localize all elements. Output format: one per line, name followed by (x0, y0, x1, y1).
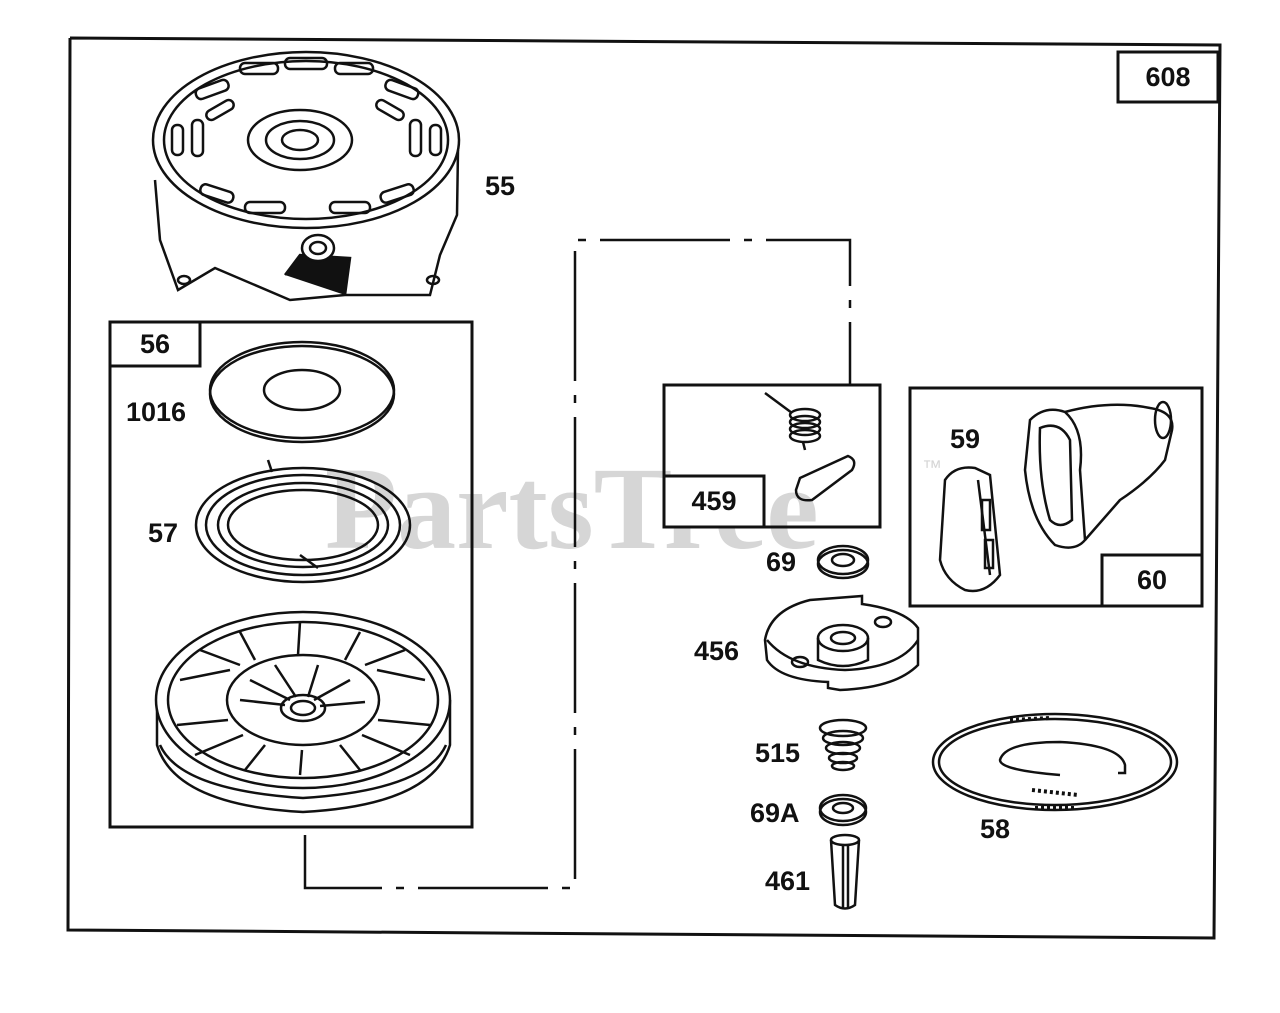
sub-assembly-56-label: 56 (140, 329, 170, 359)
part-label-69a[interactable]: 69A (750, 798, 800, 828)
sub-assembly-459-frame (662, 383, 882, 529)
part-label-59[interactable]: 59 (950, 424, 980, 454)
starter-housing-icon[interactable] (151, 50, 461, 302)
sub-assembly-459-label-box[interactable]: 459 (662, 474, 766, 529)
part-label-515[interactable]: 515 (755, 738, 800, 768)
sub-assembly-56-label-box[interactable]: 56 (108, 320, 202, 368)
washer-plate-icon[interactable] (208, 340, 396, 444)
sub-assembly-60-label-box[interactable]: 60 (1100, 553, 1204, 608)
part-label-69[interactable]: 69 (766, 547, 796, 577)
assembly-label-box[interactable]: 608 (1116, 50, 1220, 104)
part-label-57[interactable]: 57 (148, 518, 178, 548)
part-label-461[interactable]: 461 (765, 866, 810, 896)
assembly-label: 608 (1145, 62, 1190, 92)
sub-assembly-60-label: 60 (1137, 565, 1167, 595)
sub-assembly-459-label: 459 (691, 486, 736, 516)
part-label-456[interactable]: 456 (694, 636, 739, 666)
starter-rope-icon[interactable] (931, 712, 1179, 812)
sub-assembly-60-frame (908, 386, 1204, 608)
pulley-icon[interactable] (154, 610, 452, 814)
rewind-spring-icon[interactable] (194, 459, 412, 584)
part-label-58[interactable]: 58 (980, 814, 1010, 844)
connector-line (303, 238, 852, 890)
pin-icon[interactable] (829, 833, 861, 910)
part-label-55[interactable]: 55 (485, 171, 515, 201)
assembly-frame (66, 36, 1222, 940)
washer-icon-69a[interactable] (818, 793, 868, 827)
sub-assembly-56-frame (108, 320, 474, 829)
coil-spring-icon[interactable] (818, 718, 868, 772)
watermark-trademark: ™ (922, 457, 942, 479)
part-label-1016[interactable]: 1016 (126, 397, 186, 427)
pawl-icon[interactable] (794, 454, 856, 502)
washer-icon-69[interactable] (816, 544, 870, 580)
handle-insert-icon[interactable] (938, 466, 1002, 593)
pawl-spring-icon[interactable] (764, 391, 822, 451)
pawl-plate-icon[interactable] (763, 594, 920, 692)
handle-grip-icon[interactable] (1023, 400, 1174, 549)
